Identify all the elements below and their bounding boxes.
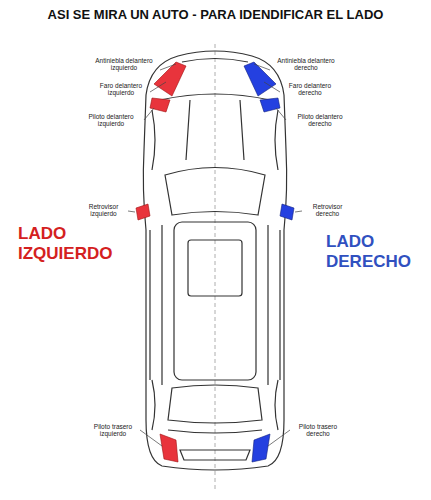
- part-label: Antiniebla delantero izquierdo: [86, 57, 162, 72]
- diagram-title: ASI SE MIRA UN AUTO - PARA IDENDIFICAR E…: [4, 8, 427, 23]
- part-label: Faro delantero derecho: [281, 82, 339, 97]
- part-label: Retrovisor izquierdo: [80, 203, 127, 218]
- part-label: Piloto delantero izquierdo: [80, 113, 142, 128]
- part-label: Faro delantero izquierdo: [92, 82, 150, 97]
- part-label: Piloto delantero derecho: [289, 113, 351, 128]
- leader-lines: [128, 64, 302, 446]
- car-outline: [143, 51, 286, 470]
- side-label: LADO DERECHO: [326, 232, 426, 271]
- side-label: LADO IZQUIERDO: [18, 224, 130, 263]
- part-label: Antiniebla delantero derecho: [268, 57, 344, 72]
- part-label: Retrovisor derecho: [304, 203, 351, 218]
- part-label: Piloto trasero derecho: [291, 423, 345, 438]
- part-label: Piloto trasero izquierdo: [86, 423, 140, 438]
- center-line: [215, 44, 216, 492]
- left-lights: [136, 62, 186, 462]
- right-lights: [244, 62, 294, 462]
